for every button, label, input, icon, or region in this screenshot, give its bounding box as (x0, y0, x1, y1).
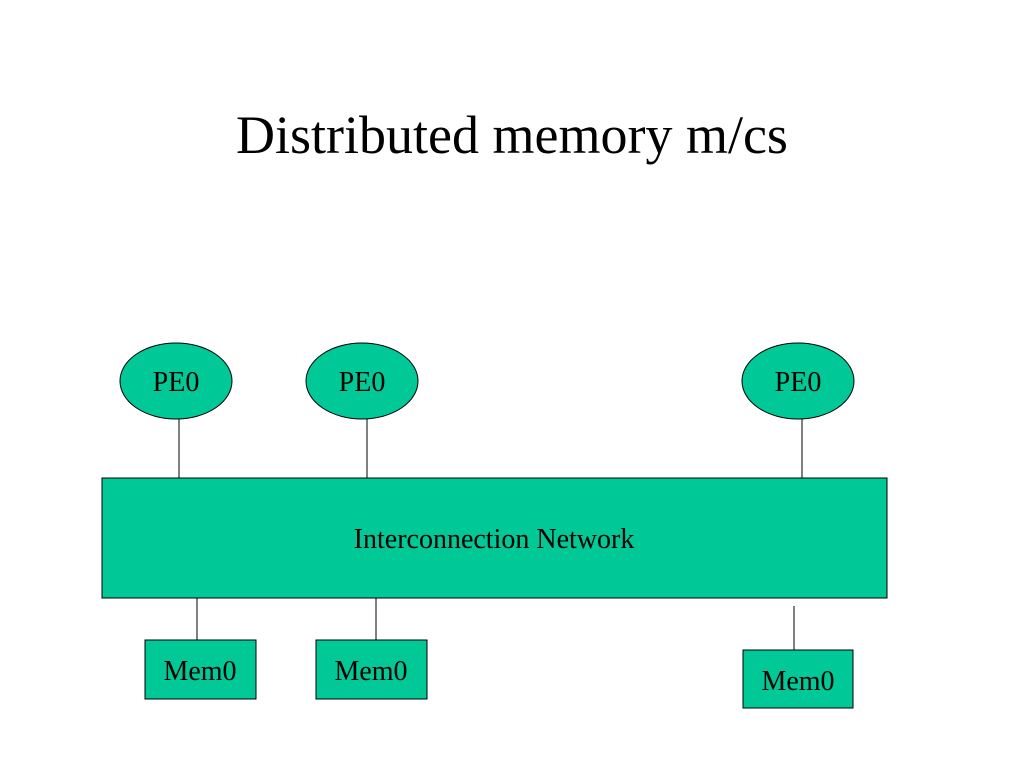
processor-label: PE0 (775, 367, 822, 398)
processor-label: PE0 (339, 367, 386, 398)
processor-node: PE0 (305, 342, 419, 420)
memory-label: Mem0 (334, 656, 407, 687)
processor-label: PE0 (153, 367, 200, 398)
processor-node: PE0 (119, 342, 233, 420)
network-label: Interconnection Network (354, 524, 635, 555)
slide-title: Distributed memory m/cs (236, 105, 788, 165)
memory-label: Mem0 (163, 656, 236, 687)
memory-node: Mem0 (315, 639, 428, 700)
processor-node: PE0 (741, 342, 855, 420)
memory-node: Mem0 (742, 649, 854, 709)
memory-node: Mem0 (144, 639, 257, 700)
memory-label: Mem0 (761, 666, 834, 697)
interconnection-network: Interconnection Network (101, 477, 888, 599)
